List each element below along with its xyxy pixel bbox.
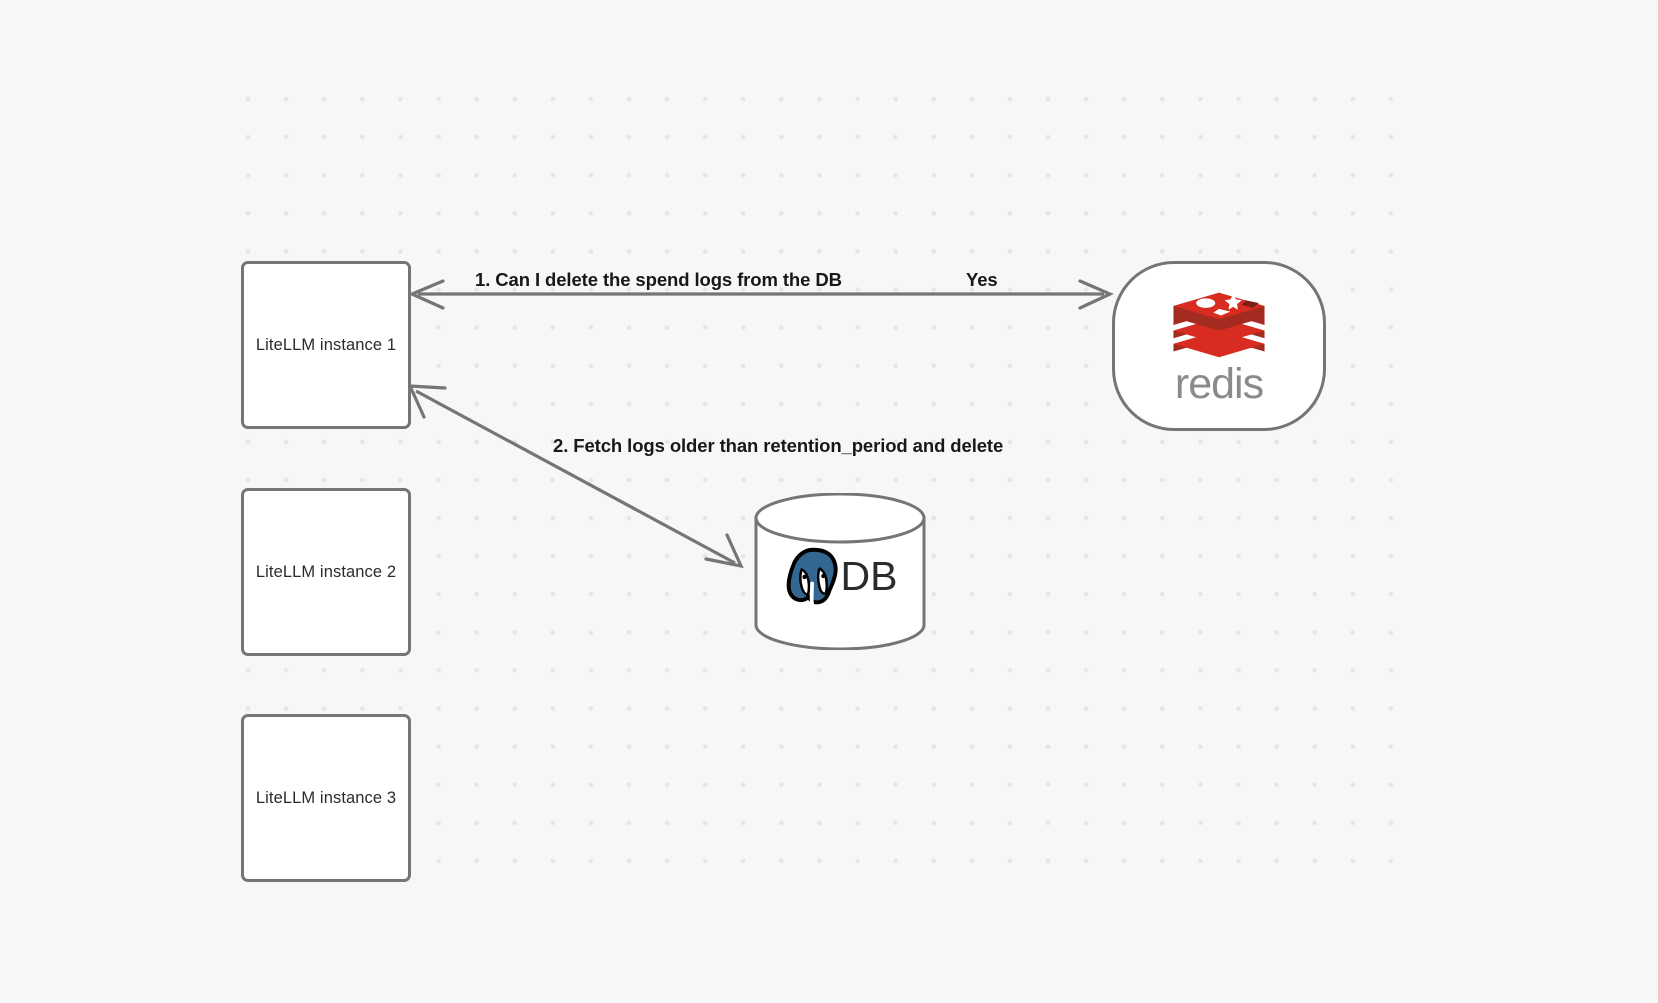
edge-label-response: Yes: [966, 269, 998, 290]
arrowhead-left: [407, 279, 445, 310]
arrowhead-upleft: [407, 384, 447, 419]
arrowhead-downright: [704, 533, 744, 569]
cylinder-shape: [754, 493, 926, 650]
node-litellm-instance-3[interactable]: LiteLLM instance 3: [241, 714, 411, 882]
postgresql-elephant-icon: [786, 547, 838, 606]
edge-litellm1-database: [407, 384, 744, 569]
redis-wordmark: redis: [1174, 359, 1264, 408]
database-label: DB: [840, 552, 898, 599]
database-logo-row: DB: [753, 545, 927, 607]
node-litellm-instance-1[interactable]: LiteLLM instance 1: [241, 261, 411, 429]
node-label: LiteLLM instance 2: [255, 562, 397, 581]
node-redis[interactable]: redis: [1112, 261, 1326, 431]
arrowhead-right: [1078, 279, 1114, 310]
node-litellm-instance-2[interactable]: LiteLLM instance 2: [241, 488, 411, 656]
redis-logo-icon: [1173, 292, 1265, 357]
node-label: LiteLLM instance 1: [255, 335, 397, 354]
edge-label-request: 1. Can I delete the spend logs from the …: [475, 269, 842, 290]
node-label: LiteLLM instance 3: [255, 788, 397, 807]
node-database[interactable]: DB: [753, 493, 927, 650]
edge-label-action: 2. Fetch logs older than retention_perio…: [553, 435, 1004, 456]
